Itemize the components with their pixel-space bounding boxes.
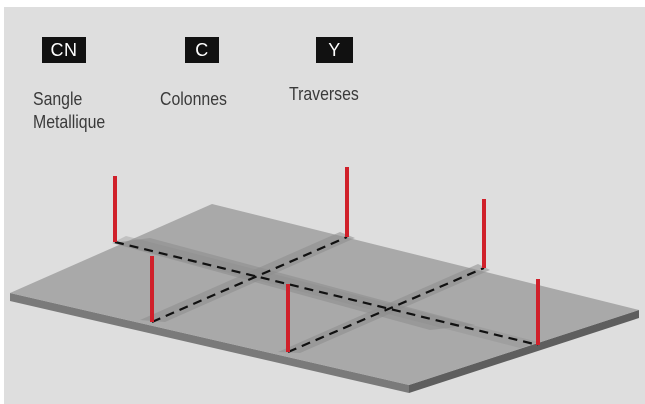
dashed-line-3: [287, 266, 485, 354]
legend-label-colonnes: Colonnes: [160, 89, 227, 109]
dashed-line-1: [114, 240, 539, 347]
slab-front-face: [409, 310, 639, 393]
legend-badge-y: Y: [316, 37, 353, 63]
legend-label-sangle-metallique: Sangle Metallique: [33, 88, 105, 134]
legend-label-traverses: Traverses: [289, 84, 359, 104]
strip-back: [112, 236, 538, 348]
legend-label-line1: Sangle: [33, 89, 83, 109]
legend-badge-c: C: [185, 37, 219, 63]
strip-diag-1: [140, 232, 355, 322]
slab-side-face: [10, 293, 409, 393]
dashed-line-2: [151, 235, 348, 324]
legend-badge-cn: CN: [42, 37, 86, 63]
legend-label-line2: Metallique: [33, 112, 106, 132]
